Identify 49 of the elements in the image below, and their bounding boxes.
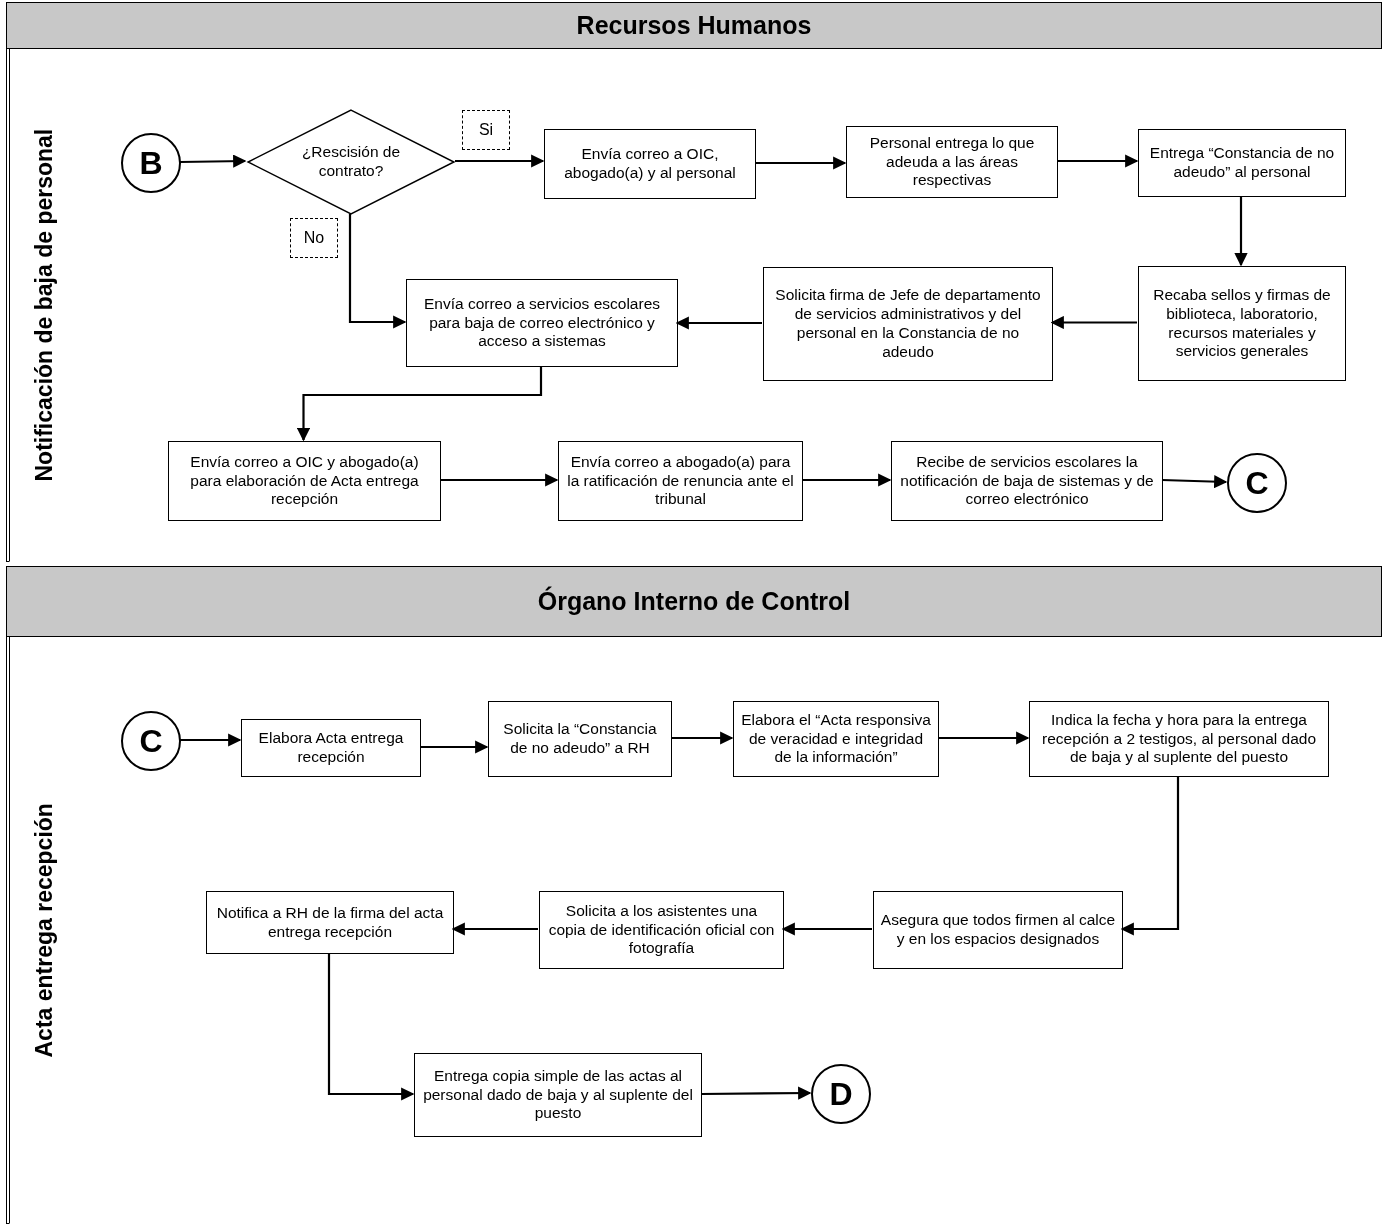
arrow	[1057, 154, 1139, 168]
connector-circle: D	[811, 1064, 871, 1124]
arrow	[802, 473, 892, 487]
pool-title: Órgano Interno de Control	[7, 567, 1381, 637]
process-box: Entrega copia simple de las actas al personal dado de baja y al suplente del puesto	[414, 1053, 702, 1137]
arrow	[675, 316, 762, 330]
arrow	[327, 953, 415, 1101]
arrow	[701, 1086, 812, 1100]
process-box: Envía correo a OIC, abogado(a) y al personal	[544, 129, 756, 199]
lane-title: Acta entrega recepción	[8, 637, 79, 1224]
arrow	[938, 731, 1030, 745]
arrow	[420, 740, 489, 754]
process-box: Asegura que todos firmen al calce y en los espacios designados	[873, 891, 1123, 969]
arrow	[451, 922, 538, 936]
process-box: Entrega “Constancia de no adeudo” al personal	[1138, 129, 1346, 197]
process-box: Recaba sellos y firmas de biblioteca, laboratorio, recursos materiales y servicios generales	[1138, 266, 1346, 381]
arrow	[755, 156, 847, 170]
arrow	[180, 733, 242, 747]
edge-label: No	[290, 218, 338, 258]
process-box: Envía correo a OIC y abogado(a) para elaboración de Acta entrega recepción	[168, 441, 441, 521]
process-box: Notifica a RH de la firma del acta entrega recepción	[206, 891, 454, 954]
connector-circle: C	[1227, 453, 1287, 513]
arrow	[1050, 315, 1137, 330]
arrow	[1234, 196, 1248, 267]
process-box: Indica la fecha y hora para la entrega recepción a 2 testigos, al personal dado de baja y al suplente del puesto	[1029, 701, 1329, 777]
process-box: Envía correo a abogado(a) para la ratificación de renuncia ante el tribunal	[558, 441, 803, 521]
arrow	[781, 922, 872, 936]
process-box: Solicita a los asistentes una copia de identificación oficial con fotografía	[539, 891, 784, 969]
arrow	[440, 473, 559, 487]
connector-circle: C	[121, 711, 181, 771]
arrow	[296, 366, 543, 442]
process-box: Solicita la “Constancia de no adeudo” a RH	[488, 701, 672, 777]
process-box: Elabora Acta entrega recepción	[241, 719, 421, 777]
process-box: Personal entrega lo que adeuda a las áreas respectivas	[846, 126, 1058, 198]
process-box: Recibe de servicios escolares la notificación de baja de sistemas y de correo electrónico	[891, 441, 1163, 521]
arrow	[1161, 475, 1228, 489]
process-box: Solicita firma de Jefe de departamento de servicios administrativos y del personal en la Constancia de no adeudo	[763, 267, 1053, 381]
pool-title: Recursos Humanos	[7, 3, 1381, 49]
process-box: Elabora el “Acta responsiva de veracidad e integridad de la información”	[733, 701, 939, 777]
arrow	[1120, 776, 1180, 936]
edge-label: Si	[462, 110, 510, 150]
arrow	[180, 154, 247, 168]
lane-title: Notificación de baja de personal	[8, 49, 79, 562]
arrow	[348, 214, 407, 329]
process-box: Envía correo a servicios escolares para baja de correo electrónico y acceso a sistemas	[406, 279, 678, 367]
decision-diamond: ¿Rescisión de contrato?	[246, 109, 456, 215]
connector-circle: B	[121, 133, 181, 193]
arrow	[455, 154, 545, 168]
arrow	[671, 731, 734, 745]
